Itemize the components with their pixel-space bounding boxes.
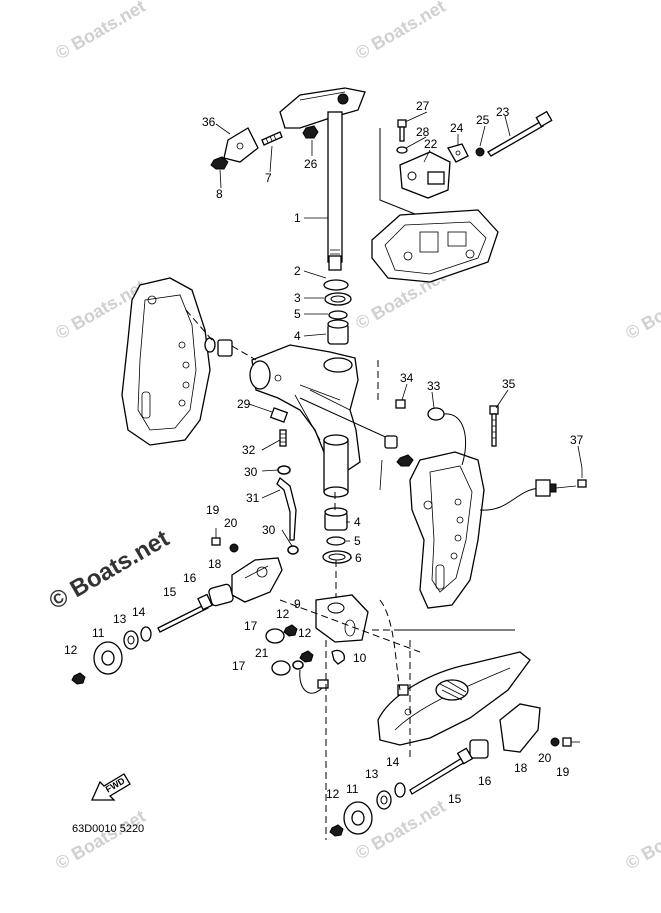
part-label-22: 22 [424,137,438,151]
part-label-12: 12 [298,626,312,640]
part-label-16: 16 [183,571,197,585]
part-label-32: 32 [242,443,256,457]
part-label-20: 20 [538,751,552,765]
lower-bushings [322,507,352,564]
top-right-parts [371,110,553,283]
part-label-17: 17 [244,619,258,633]
part-label-15: 15 [448,792,462,806]
part-label-1: 1 [294,211,301,225]
watermark: © Boats.net [622,276,661,343]
swivel-bracket [249,344,414,555]
steering-shaft-assembly [279,87,366,271]
watermark: © Boats.net [352,0,449,63]
figure-code: 63D0010 5220 [72,823,144,835]
part-label-16: 16 [478,774,492,788]
part-label-13: 13 [113,612,127,626]
part-label-8: 8 [216,187,223,201]
lower-right-mount [329,651,580,837]
part-label-4: 4 [294,329,301,343]
part-label-11: 11 [346,782,359,796]
part-label-27: 27 [416,99,430,113]
part-label-7: 7 [265,171,272,185]
lower-left-mount [71,528,369,694]
part-label-14: 14 [132,605,146,619]
part-label-10: 10 [353,651,367,665]
part-label-35: 35 [502,377,516,391]
forward-arrow: FWD [90,773,131,801]
watermark: © Boats.net [52,806,149,873]
part-label-30: 30 [244,465,258,479]
part-label-14: 14 [386,755,400,769]
part-label-12: 12 [276,607,290,621]
part-label-12: 12 [64,643,78,657]
part-label-18: 18 [208,557,222,571]
small-bracket-36 [210,125,319,170]
part-label-5: 5 [294,307,301,321]
assembly-lines [185,309,515,840]
part-label-23: 23 [496,105,510,119]
label-leaders [215,111,583,559]
part-label-30: 30 [262,523,276,537]
part-label-20: 20 [224,516,238,530]
part-label-9: 9 [294,597,301,611]
part-labels: 1 2 3 5 4 4 5 6 7 8 9 10 11 11 12 12 12 … [64,99,584,806]
part-label-3: 3 [294,291,301,305]
part-label-33: 33 [427,379,441,393]
part-label-2: 2 [294,264,301,278]
part-label-18: 18 [514,761,528,775]
watermark: © Boats.net [622,806,661,873]
part-label-24: 24 [450,121,464,135]
part-label-29: 29 [237,397,251,411]
watermark: © Boats.net [52,0,149,63]
part-label-19: 19 [556,765,570,779]
part-label-15: 15 [163,585,177,599]
part-label-11: 11 [92,626,105,640]
part-label-6: 6 [355,551,362,565]
part-label-17: 17 [232,659,246,673]
left-clamp-bracket [121,277,233,446]
part-label-12: 12 [326,787,340,801]
part-label-26: 26 [304,157,318,171]
part-label-4: 4 [354,515,361,529]
part-label-5: 5 [354,534,361,548]
part-label-25: 25 [476,113,490,127]
part-label-21: 21 [255,646,269,660]
watermark-large: © Boats.net [45,525,174,615]
part-label-31: 31 [246,491,260,505]
part-label-37: 37 [570,433,584,447]
part-label-13: 13 [365,767,379,781]
upper-bushings [323,279,352,345]
part-label-28: 28 [416,125,430,139]
part-label-34: 34 [400,371,414,385]
part-label-36: 36 [202,115,216,129]
part-label-19: 19 [206,503,220,517]
right-clamp-bracket [395,399,587,609]
